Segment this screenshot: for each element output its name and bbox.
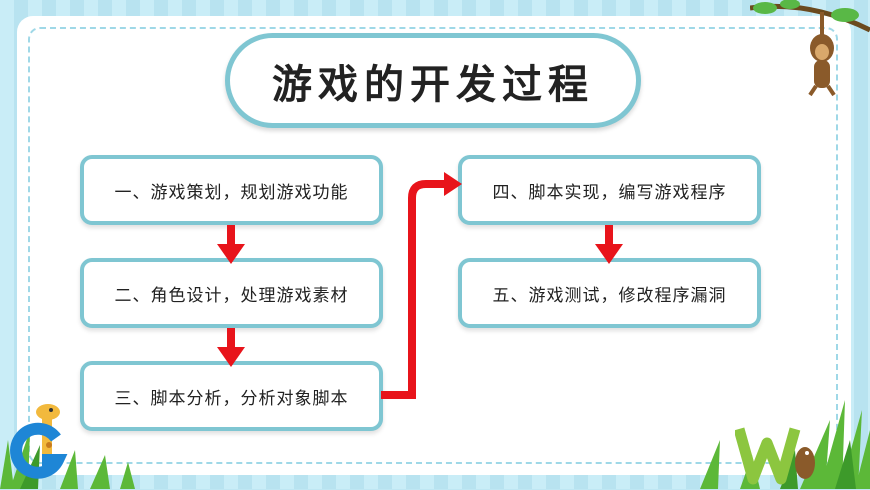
step-4-box: 四、脚本实现，编写游戏程序 (458, 155, 761, 225)
arrow-4-to-5 (605, 225, 613, 247)
step-1-label: 一、游戏策划，规划游戏功能 (114, 182, 349, 203)
arrow-3-to-4 (381, 180, 446, 399)
dashed-frame (28, 27, 838, 464)
step-1-box: 一、游戏策划，规划游戏功能 (80, 155, 383, 225)
arrow-1-to-2-head (217, 244, 245, 264)
monkey-icon (750, 0, 870, 97)
step-5-label: 五、游戏测试，修改程序漏洞 (492, 285, 727, 306)
arrow-2-to-3-head (217, 347, 245, 367)
arrow-2-to-3 (227, 328, 235, 350)
arrow-4-to-5-head (595, 244, 623, 264)
page-title: 游戏的开发过程 (272, 60, 594, 108)
step-2-label: 二、角色设计，处理游戏素材 (114, 285, 349, 306)
title-box: 游戏的开发过程 (225, 33, 641, 128)
step-3-box: 三、脚本分析，分析对象脚本 (80, 361, 383, 431)
step-3-label: 三、脚本分析，分析对象脚本 (114, 388, 349, 409)
step-2-box: 二、角色设计，处理游戏素材 (80, 258, 383, 328)
step-4-label: 四、脚本实现，编写游戏程序 (492, 182, 727, 203)
letter-w-icon (735, 427, 815, 485)
arrow-1-to-2 (227, 225, 235, 247)
arrow-3-to-4-head (444, 172, 462, 196)
letter-g-icon (10, 422, 68, 479)
